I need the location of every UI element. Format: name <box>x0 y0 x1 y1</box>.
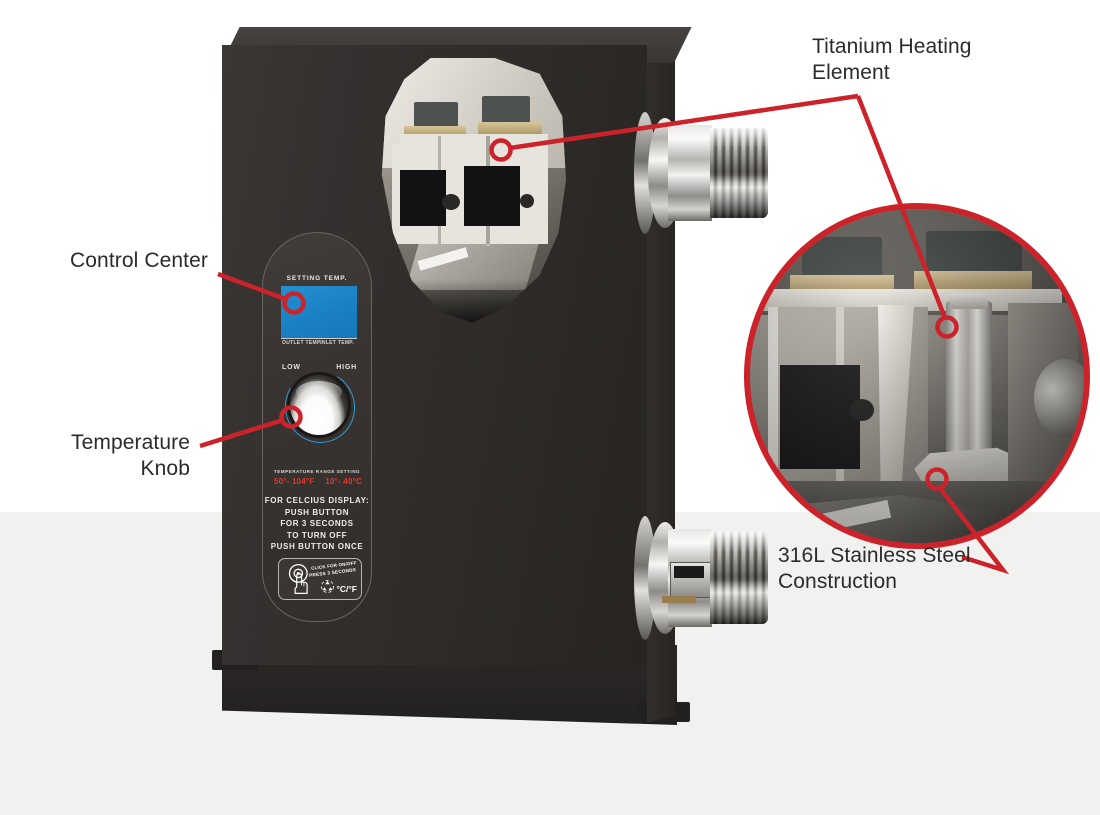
dial-high-label: HIGH <box>336 364 357 371</box>
stainless-steel-leader-line <box>938 486 1010 575</box>
celsius-fahrenheit-label: °C/°F <box>336 584 358 594</box>
callout-label-control-center: Control Center <box>70 249 208 272</box>
terminal-block-left <box>414 102 458 128</box>
range-fahrenheit-label: 50°- 104°F <box>274 477 315 486</box>
range-celsius-label: 10°- 40°C <box>325 477 362 486</box>
titanium-element-leader-line-inset <box>855 95 948 319</box>
inset-terminal-left <box>802 237 882 277</box>
inlet-temp-label: INLET TEMP. <box>320 340 354 346</box>
lcd-underline <box>281 338 357 339</box>
magnified-detail-inset <box>744 203 1090 549</box>
element-housing-left <box>400 170 446 226</box>
lower-port-threads <box>710 532 768 624</box>
callout-label-temperature-knob: Temperature Knob <box>71 431 190 480</box>
callout-label-stainless-steel-construction: 316L Stainless Steel Construction <box>778 544 971 593</box>
control-center-leader-line <box>217 271 289 303</box>
temperature-knob-target-ring <box>279 405 303 429</box>
titanium-element-target-ring-inset <box>935 315 959 339</box>
lower-water-port <box>634 516 768 640</box>
control-center-target-ring <box>282 291 306 315</box>
inset-terminal-right <box>926 231 1022 277</box>
upper-port-barrel <box>668 124 712 222</box>
terminal-block-right <box>482 96 530 126</box>
temperature-knob[interactable] <box>290 375 348 435</box>
dial-area: LOW HIGH <box>273 361 363 451</box>
element-housing-right <box>464 166 520 226</box>
titanium-heating-element-tube <box>946 301 992 461</box>
temperature-knob-leader-line <box>199 417 284 449</box>
inset-element-housing <box>780 365 860 469</box>
power-button-badge[interactable]: CLICK FOR ON/OFF PRESS 3 SECONDS °C/°F <box>278 558 362 600</box>
outlet-temp-label: OUTLET TEMP. <box>282 340 322 346</box>
callout-label-titanium-heating-element: Titanium Heating Element <box>812 35 972 84</box>
upper-water-port <box>634 112 768 234</box>
range-title-label: TEMPERATURE RANGE SETTING <box>273 469 361 474</box>
dial-low-label: LOW <box>282 364 301 371</box>
panel-instructions: FOR CELCIUS DISPLAY: PUSH BUTTON FOR 3 S… <box>264 496 370 551</box>
unit-toggle-arrows-icon <box>321 580 334 593</box>
hand-press-icon <box>288 563 308 594</box>
titanium-element-leader-line-main <box>509 93 859 151</box>
titanium-element-target-ring-main <box>489 138 513 162</box>
stainless-steel-target-ring <box>925 467 949 491</box>
upper-port-threads <box>710 127 768 219</box>
setting-temp-label: SETTING TEMP. <box>286 275 348 282</box>
